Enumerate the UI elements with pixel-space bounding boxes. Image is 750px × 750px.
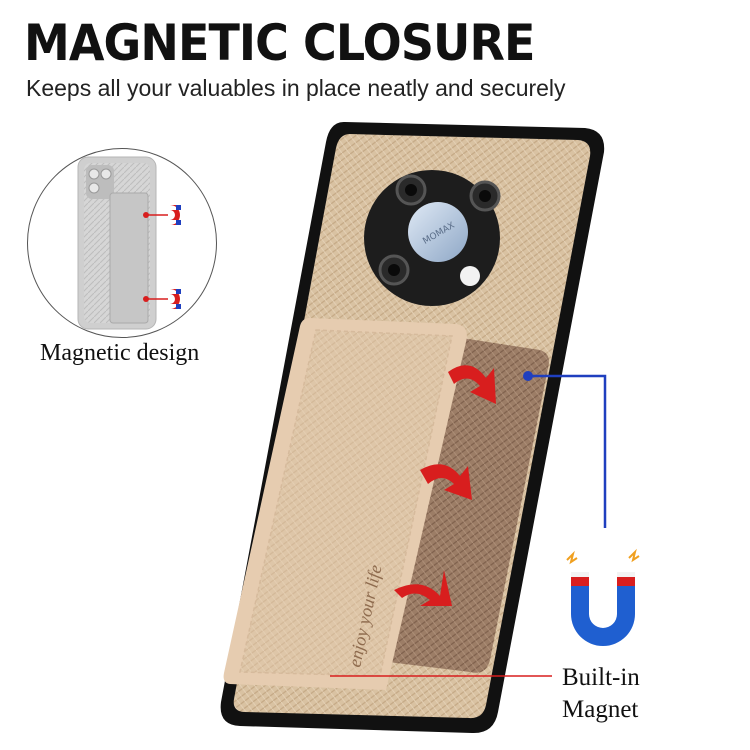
inset-magnet-icon-bottom <box>170 289 181 309</box>
page-subtitle: Keeps all your valuables in place neatly… <box>26 75 566 101</box>
caption-line-2: Magnet <box>562 696 639 723</box>
horseshoe-magnet-icon <box>566 548 640 646</box>
page-title: MAGNETIC CLOSURE <box>24 14 535 72</box>
caption-line-1: Built-in <box>562 664 640 691</box>
inset-caption: Magnetic design <box>40 340 200 366</box>
red-arrow-icon <box>448 365 496 404</box>
inset-illustration <box>77 156 181 330</box>
flash-icon <box>460 266 480 286</box>
red-arrow-icon <box>420 464 472 500</box>
inset-card-holder <box>109 192 149 324</box>
inset-magnet-icon-top <box>170 205 181 225</box>
closing-arrows <box>394 365 496 606</box>
brand-disc <box>408 202 468 262</box>
red-arrow-icon <box>394 570 452 606</box>
magnet-leader-line <box>528 374 607 528</box>
inset-lens-icon <box>88 182 100 194</box>
inset-lens-icon <box>88 168 100 180</box>
magnetic-design-inset <box>27 148 217 338</box>
built-in-magnet-caption: Built-in Magnet <box>562 662 640 726</box>
inset-lens-icon <box>100 168 112 180</box>
